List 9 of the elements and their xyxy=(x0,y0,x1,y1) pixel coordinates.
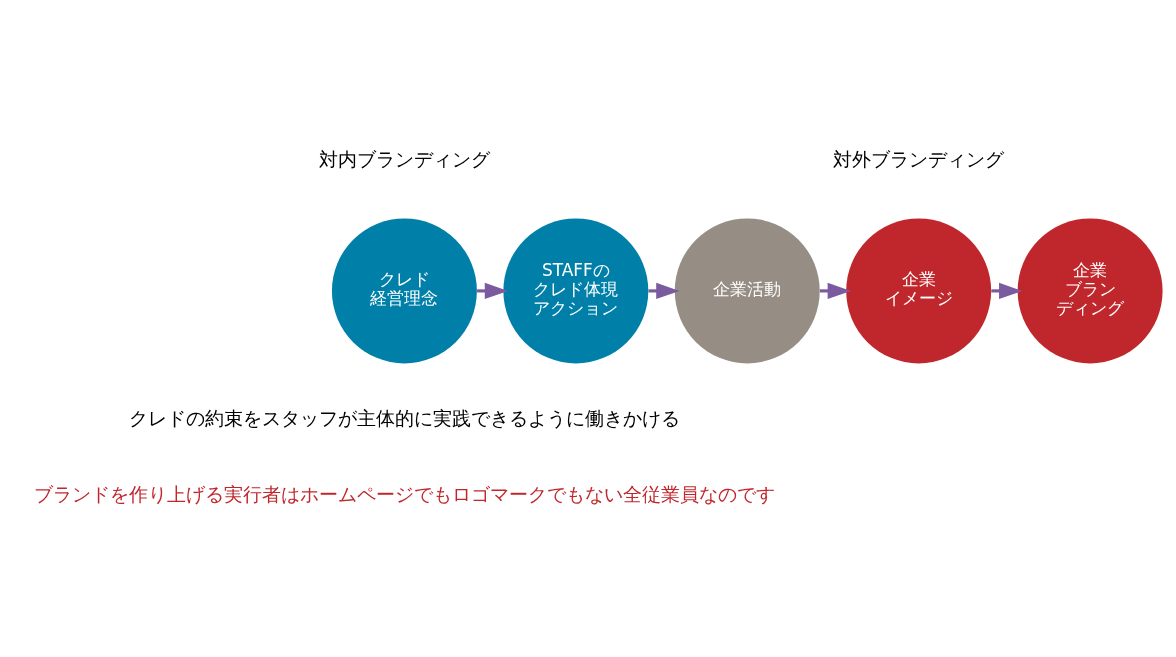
label: 対外ブランディング xyxy=(833,147,1005,170)
label: 対内ブランディング xyxy=(318,147,490,170)
node-circle: 企業 イメージ xyxy=(846,217,992,363)
label: クレドの約束をスタッフが主体的に実践できるように働きかける xyxy=(128,406,680,429)
label: ブランドを作り上げる実行者はホームページでもロゴマークでもない全従業員なのです xyxy=(33,482,775,505)
node-circle: STAFFの クレド体現 アクション xyxy=(503,217,649,363)
node-circle: クレド 経営理念 xyxy=(331,217,477,363)
node-circle: 企業 ブラン ディング xyxy=(1017,217,1163,363)
node-circle: 企業活動 xyxy=(674,217,820,363)
